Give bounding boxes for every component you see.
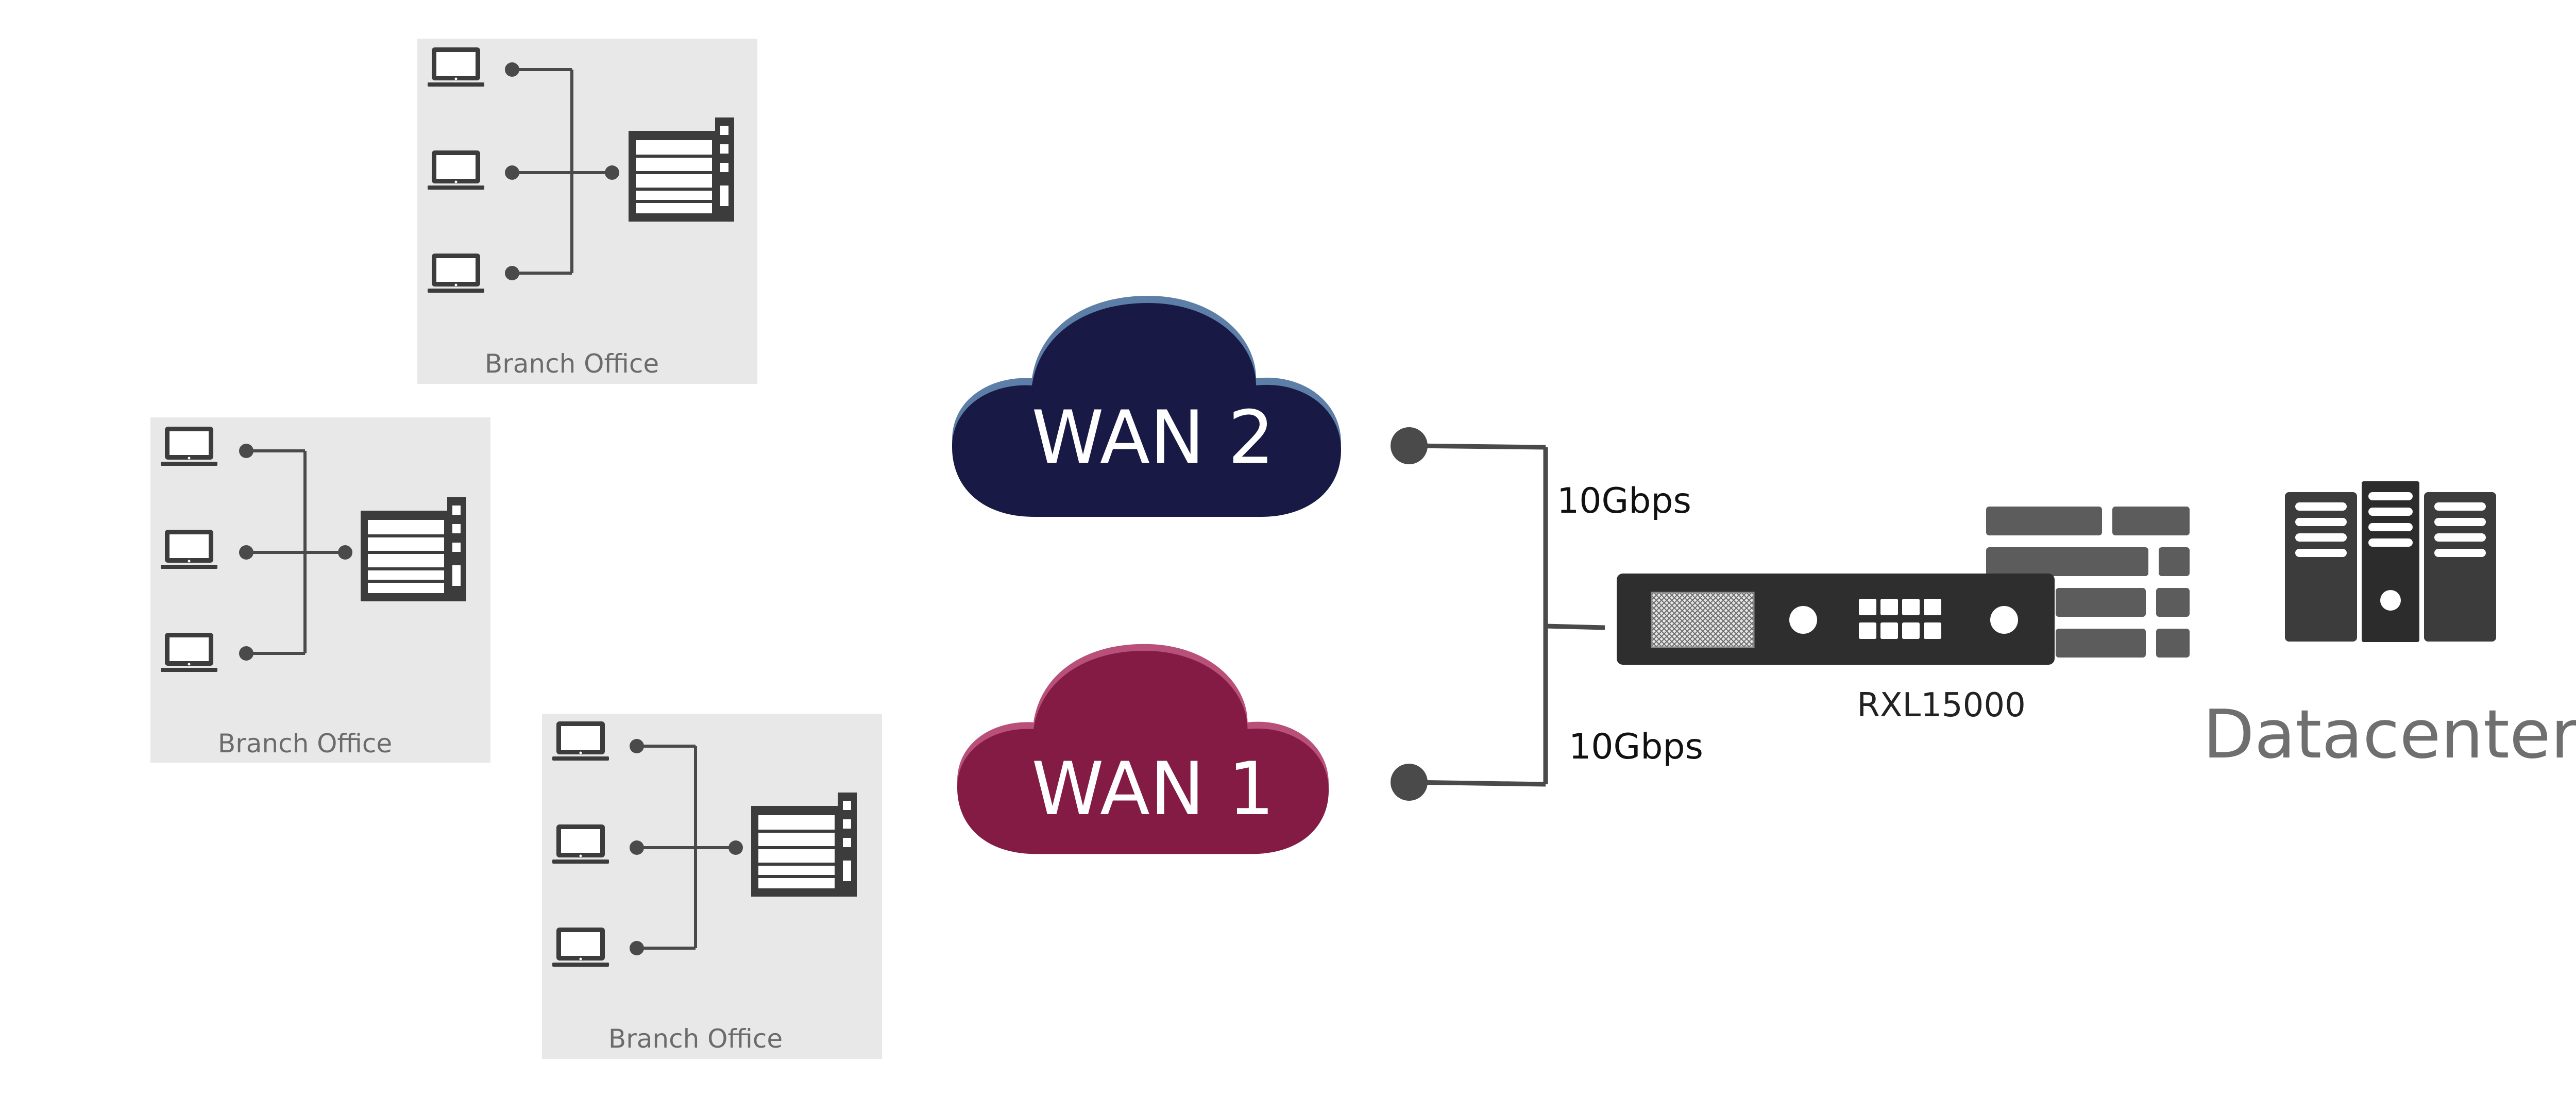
wan-1-label: WAN 1 — [1031, 747, 1274, 832]
appliance-label: RXL15000 — [1857, 686, 2026, 725]
branch-connector-lines — [637, 745, 736, 950]
datacenter-label: Datacenter — [2203, 695, 2576, 773]
server-icon — [361, 497, 466, 601]
wan-1-endpoint — [1391, 764, 1428, 801]
branch-office-label: Branch Office — [485, 349, 659, 379]
wan-1-cloud: WAN 1 — [957, 644, 1329, 854]
branch-office-1: Branch Office — [417, 39, 757, 384]
branch-connector-lines — [246, 449, 345, 655]
branch-office-3: Branch Office — [542, 714, 882, 1059]
rack-appliance-icon — [1617, 574, 2055, 665]
branch-office-label: Branch Office — [218, 729, 392, 759]
wan-2-label: WAN 2 — [1031, 395, 1274, 480]
wan-2-bandwidth-label: 10Gbps — [1557, 481, 1691, 521]
server-icon — [629, 117, 734, 222]
wan-2-endpoint — [1391, 427, 1428, 464]
wan-2-cloud: WAN 2 — [952, 296, 1341, 517]
branch-office-2: Branch Office — [150, 417, 490, 763]
datacenter-servers-icon — [2285, 477, 2496, 646]
wan-links — [1409, 443, 1605, 787]
branch-connector-lines — [512, 68, 611, 275]
server-icon — [751, 793, 857, 897]
branch-office-label: Branch Office — [608, 1024, 783, 1054]
wan-1-bandwidth-label: 10Gbps — [1569, 727, 1703, 767]
firewall-icon — [1986, 507, 2190, 658]
